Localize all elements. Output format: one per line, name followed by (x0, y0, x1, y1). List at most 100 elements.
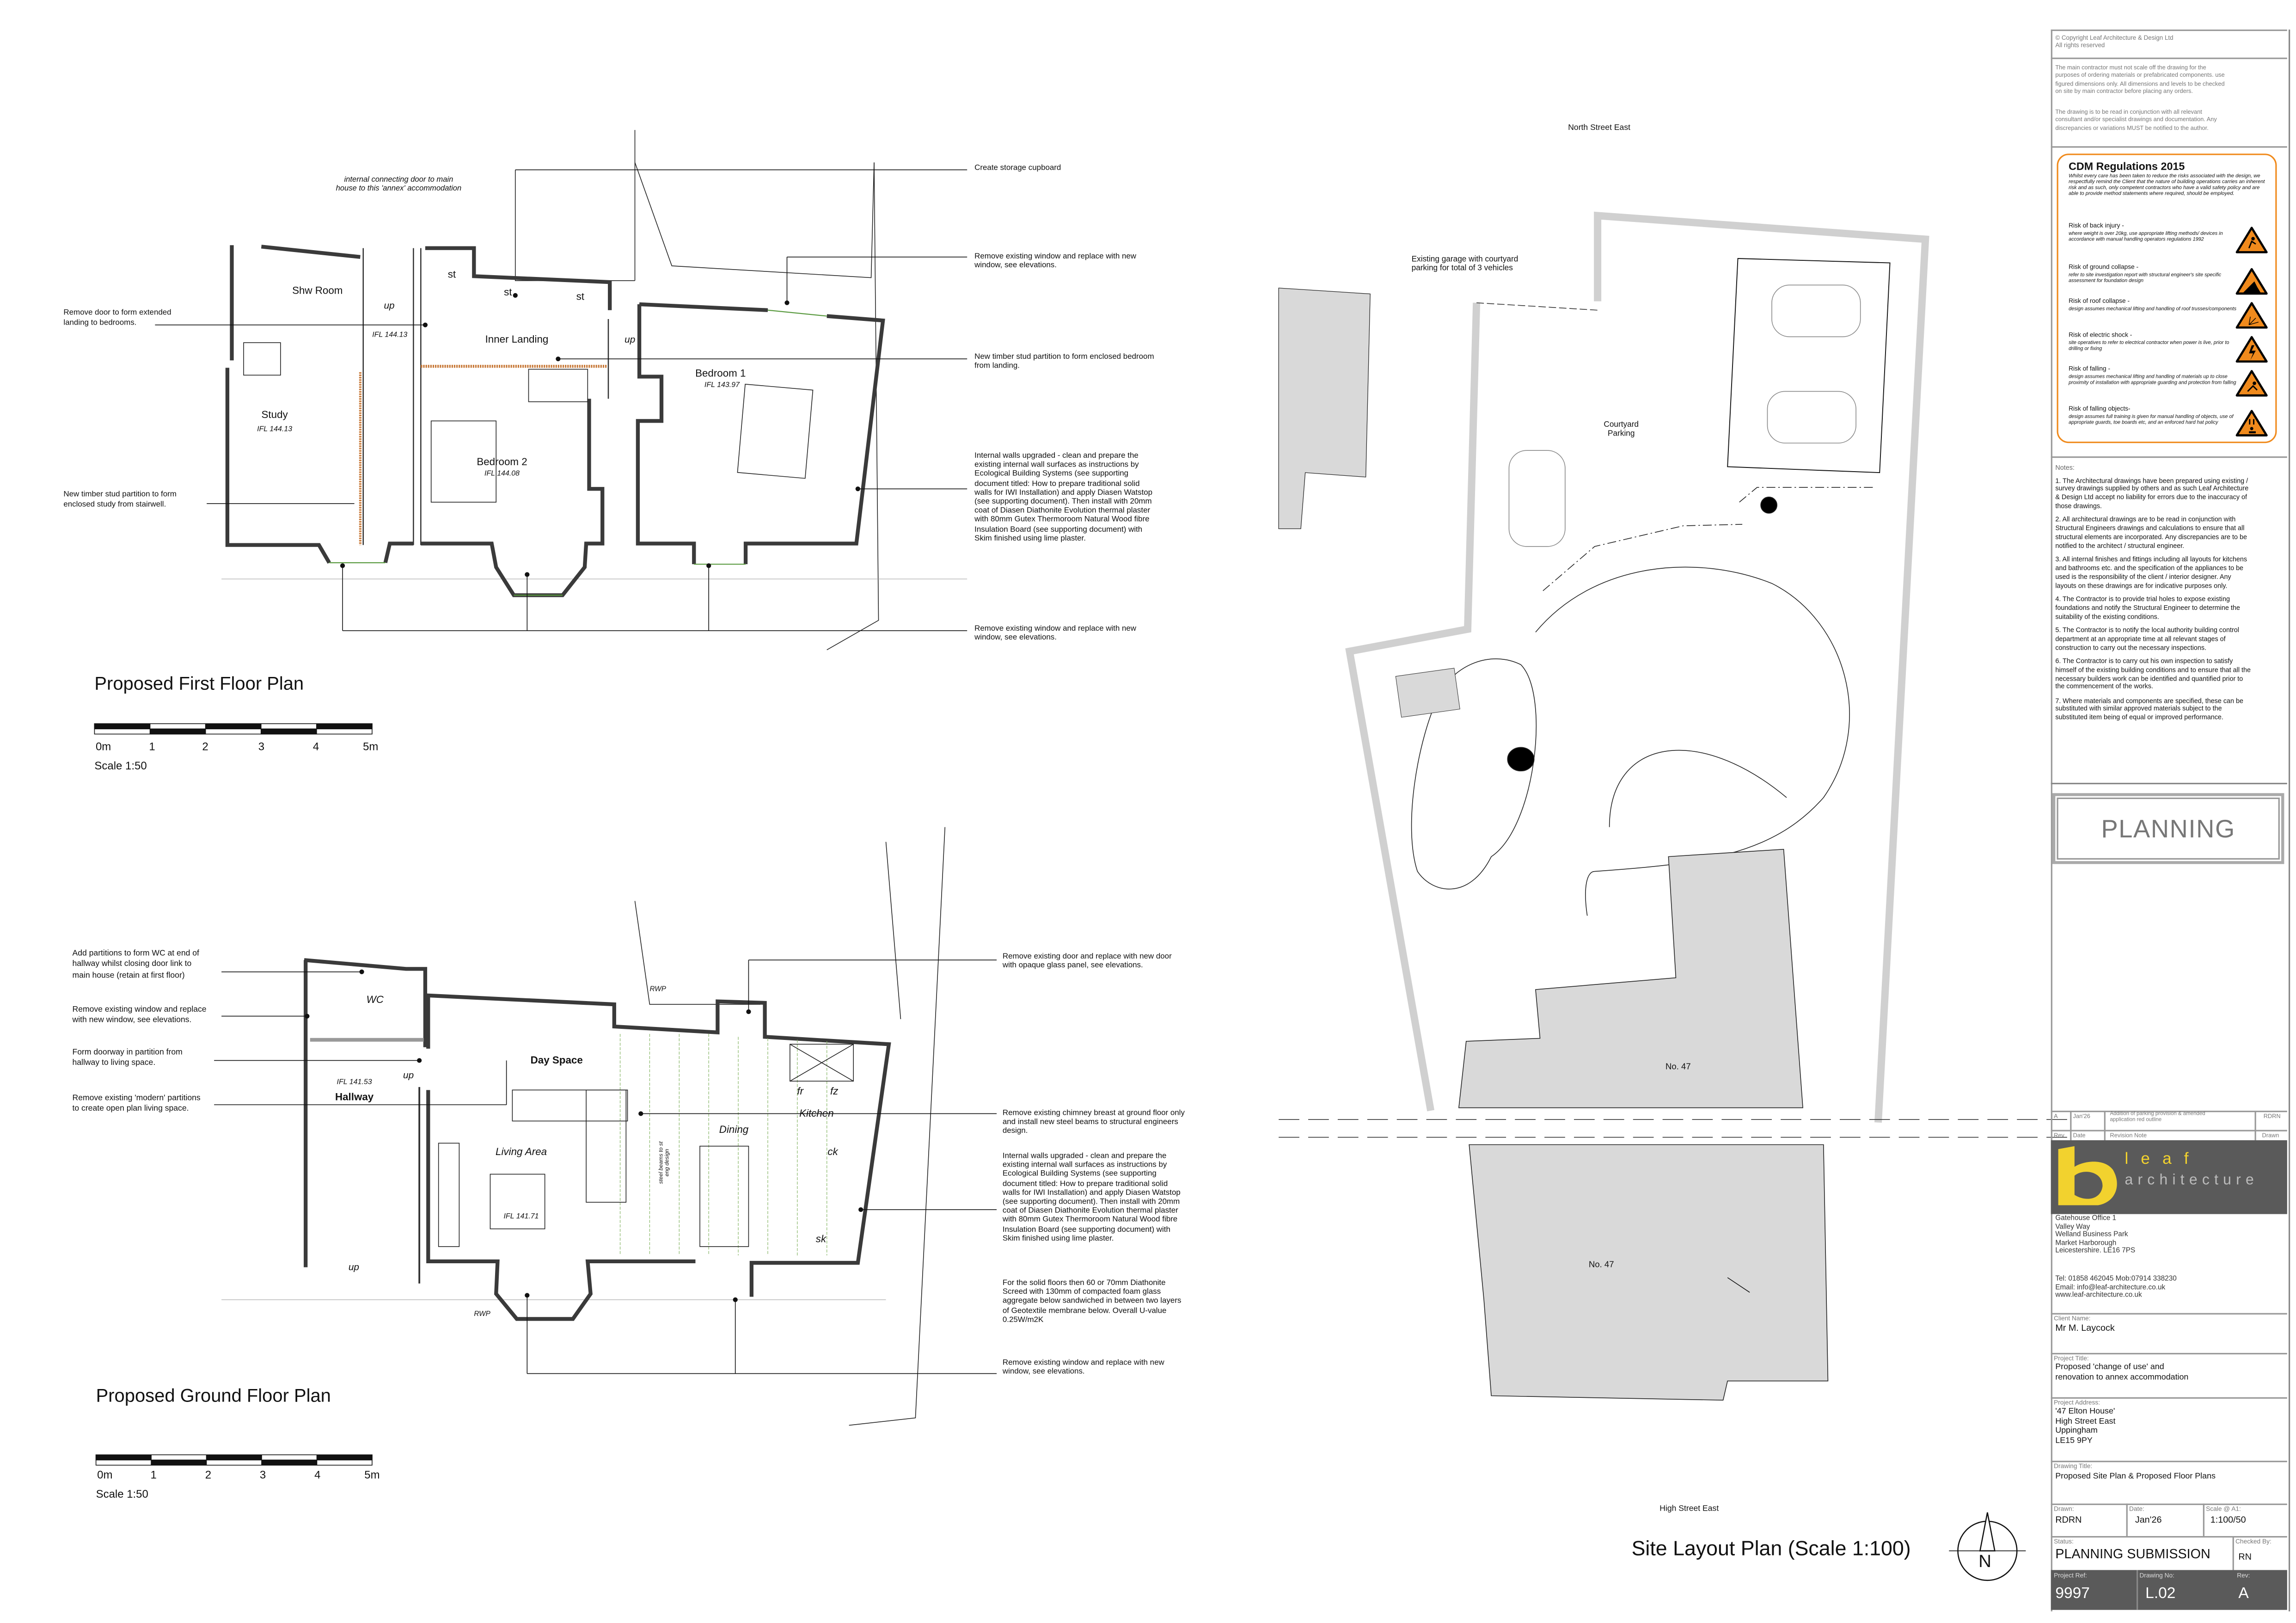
scale-label: 4 (314, 1468, 321, 1482)
lifting-hazard-icon (2235, 226, 2268, 254)
scale-label: 5m (364, 1468, 380, 1482)
ifl-bedroom-1: IFL 143.97 (704, 381, 740, 390)
roof-collapse-hazard-icon (2235, 301, 2268, 330)
risk-description: site operatives to refer to electrical c… (2069, 339, 2229, 351)
risk-title: Risk of roof collapse - (2069, 297, 2130, 305)
rev-value: A (2238, 1585, 2249, 1603)
rev-label: Rev: (2237, 1571, 2250, 1579)
car-icon (1508, 284, 1861, 547)
gf-note-floors: For the solid floors then 60 or 70mm Dia… (1002, 1279, 1182, 1325)
note-item: 2. All architectural drawings are to be … (2055, 516, 2247, 549)
no47-label-lower: No. 47 (1588, 1261, 1614, 1271)
label-sink: sk (815, 1235, 827, 1245)
scale-label-tb: Scale @ A1: (2206, 1505, 2241, 1512)
revision-drawn: RDRN (2263, 1112, 2281, 1120)
gf-note-doorway: Form doorway in partition from hallway t… (72, 1048, 183, 1069)
ff-note-study-partition: New timber stud partition to form enclos… (63, 490, 177, 509)
project-title: Proposed 'change of use' and renovation … (2055, 1363, 2189, 1382)
planning-stamp-text: PLANNING (2101, 815, 2235, 843)
client-label: Client Name: (2054, 1314, 2091, 1322)
title-block (2051, 29, 2290, 1611)
north-arrow-icon (1949, 1512, 2026, 1581)
drawing-title-label: Drawing Title: (2054, 1462, 2093, 1470)
scale-label: 0m (97, 1468, 113, 1482)
cdm-risk-item: Risk of back injury -where weight is ove… (2069, 222, 2243, 242)
note-item: 3. All internal finishes and fittings in… (2055, 555, 2247, 589)
cdm-risk-item: Risk of falling -design assumes mechanic… (2069, 365, 2243, 385)
stair-up-label: up (384, 301, 395, 312)
risk-description: where weight is over 20kg, use appropria… (2069, 230, 2223, 242)
copyright-text: © Copyright Leaf Architecture & Design L… (2055, 34, 2174, 49)
ground-floor-scale-text: Scale 1:50 (96, 1487, 148, 1501)
room-label-day-space: Day Space (530, 1056, 583, 1067)
scale-label: 3 (258, 740, 265, 754)
cdm-risk-item: Risk of falling objects-design assumes f… (2069, 405, 2243, 425)
tree-icon (1760, 497, 1778, 514)
disclaimer-scale: The main contractor must not scale off t… (2055, 63, 2225, 95)
label-freezer: fz (830, 1087, 839, 1098)
revision-note: Addition of parking provision & amended … (2110, 1111, 2205, 1123)
north-street-label: North Street East (1568, 124, 1630, 133)
scale-label: 3 (259, 1468, 266, 1482)
drawing-title: Proposed Site Plan & Proposed Floor Plan… (2055, 1472, 2216, 1482)
risk-title: Risk of falling objects- (2069, 405, 2131, 412)
gf-note-wc: Add partitions to form WC at end of hall… (72, 949, 199, 980)
note-item: 7. Where materials and components are sp… (2055, 696, 2244, 721)
note-item: 1. The Architectural drawings have been … (2055, 476, 2249, 510)
revision-header-drawn: Drawn (2262, 1131, 2279, 1139)
falling-hazard-icon (2235, 369, 2268, 398)
cdm-risk-item: Risk of ground collapse -refer to site i… (2069, 263, 2243, 283)
date-value: Jan'26 (2135, 1515, 2162, 1526)
client-name: Mr M. Laycock (2055, 1323, 2115, 1334)
ff-note-window: Remove existing window and replace with … (974, 252, 1137, 271)
revision-header-date: Date (2073, 1131, 2086, 1139)
room-label-living-area: Living Area (496, 1147, 547, 1158)
label-fridge: fr (797, 1087, 804, 1098)
ff-note-storage: Create storage cupboard (974, 164, 1061, 173)
scale-label: 5m (363, 740, 379, 754)
north-label: N (1978, 1550, 1991, 1572)
electric-shock-hazard-icon (2235, 335, 2268, 363)
risk-title: Risk of electric shock - (2069, 331, 2132, 338)
risk-description: design assumes full training is given fo… (2069, 413, 2234, 425)
note-item: 5. The Contractor is to notify the local… (2055, 626, 2239, 651)
room-label-inner-landing: Inner Landing (485, 335, 549, 346)
revision-rev: A (2054, 1112, 2058, 1120)
rwp-label: RWP (649, 986, 666, 994)
revision-header-note: Revision Note (2110, 1131, 2147, 1139)
general-notes: Notes: 1. The Architectural drawings hav… (2055, 464, 2280, 722)
risk-description: refer to site investigation report with … (2069, 271, 2222, 283)
note-item: 4. The Contractor is to provide trial ho… (2055, 595, 2240, 620)
room-label-shower: Shw Room (292, 286, 343, 297)
connecting-door-note: internal connecting door to main house t… (336, 176, 462, 194)
checked-label: Checked By: (2235, 1537, 2272, 1545)
first-floor-title: Proposed First Floor Plan (94, 673, 304, 695)
status-value: PLANNING SUBMISSION (2055, 1546, 2210, 1562)
scale-label: 2 (202, 740, 208, 754)
label-cooker: ck (827, 1147, 838, 1158)
office-contact: Tel: 01858 462045 Mob:07914 338230 Email… (2055, 1276, 2177, 1300)
checked-value: RN (2238, 1552, 2252, 1563)
no47-building-lower (1469, 1144, 1829, 1401)
site-plan-title: Site Layout Plan (Scale 1:100) (1631, 1536, 1911, 1560)
status-label: Status: (2054, 1537, 2074, 1545)
ifl-hallway: IFL 141.53 (337, 1078, 372, 1087)
cdm-regulations-panel: CDM Regulations 2015 Whilst every care h… (2057, 154, 2277, 443)
scale-label: 1 (150, 1468, 157, 1482)
logo-word-architecture: architecture (2125, 1173, 2259, 1189)
hall-up-label: up (403, 1070, 414, 1082)
garage-note: Existing garage with courtyard parking f… (1411, 255, 1518, 274)
room-label-kitchen: Kitchen (799, 1109, 834, 1120)
gf-note-window: Remove existing window and replace with … (72, 1006, 207, 1026)
stair-up-label: up (348, 1263, 359, 1273)
scale-label: 2 (205, 1468, 212, 1482)
ifl-study: IFL 144.13 (257, 425, 293, 435)
drawn-label: Drawn: (2054, 1505, 2074, 1512)
risk-description: design assumes mechanical lifting and ha… (2069, 305, 2237, 312)
drawing-reference-bar: Project Ref: 9997 Drawing No: L.02 Rev: … (2051, 1570, 2287, 1610)
site-layout-plan (1278, 211, 2067, 1581)
gf-note-internal-walls: Internal walls upgraded - clean and prep… (1002, 1152, 1181, 1243)
gf-note-door: Remove existing door and replace with ne… (1002, 953, 1172, 971)
room-label-dining: Dining (719, 1125, 749, 1136)
